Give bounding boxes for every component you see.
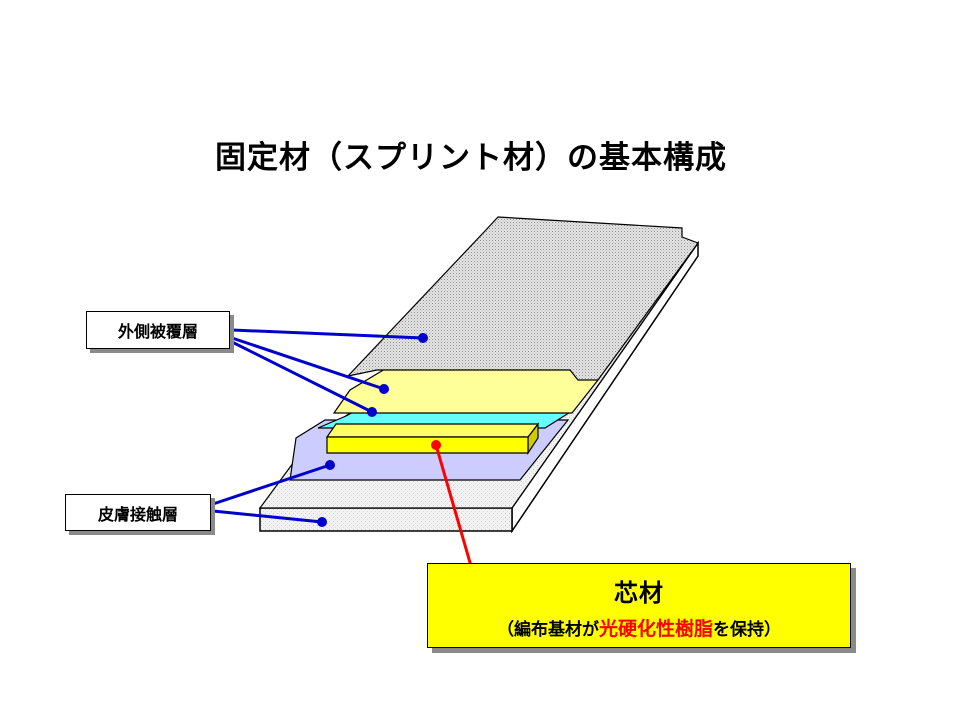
skin-contact-label: 皮膚接触層 bbox=[65, 494, 211, 531]
outer-covering-label: 外側被覆層 bbox=[86, 311, 230, 349]
outer-covering-leaders bbox=[231, 328, 428, 417]
core-desc-highlight: 光硬化性樹脂 bbox=[598, 618, 713, 640]
core-bar-top bbox=[325, 423, 540, 438]
outer-covering-layer bbox=[346, 216, 699, 381]
skin-contact-label-text: 皮膚接触層 bbox=[97, 504, 178, 524]
core-material-title: 芯材 bbox=[614, 579, 664, 607]
skin-contact-leaders bbox=[212, 460, 335, 527]
core-leader bbox=[431, 440, 473, 567]
core-desc-prefix: （編布基材が bbox=[496, 620, 599, 640]
light-yellow-layer bbox=[332, 365, 599, 414]
outer-covering-label-text: 外側被覆層 bbox=[117, 322, 198, 341]
core-bar-front bbox=[326, 436, 529, 454]
core-desc-suffix: を保持） bbox=[713, 620, 781, 640]
core-material-callout: 芯材 （編布基材が光硬化性樹脂を保持） bbox=[427, 563, 851, 648]
core-material-description: （編布基材が光硬化性樹脂を保持） bbox=[428, 614, 850, 641]
diagram-title: 固定材（スプリント材）の基本構成 bbox=[215, 140, 727, 176]
